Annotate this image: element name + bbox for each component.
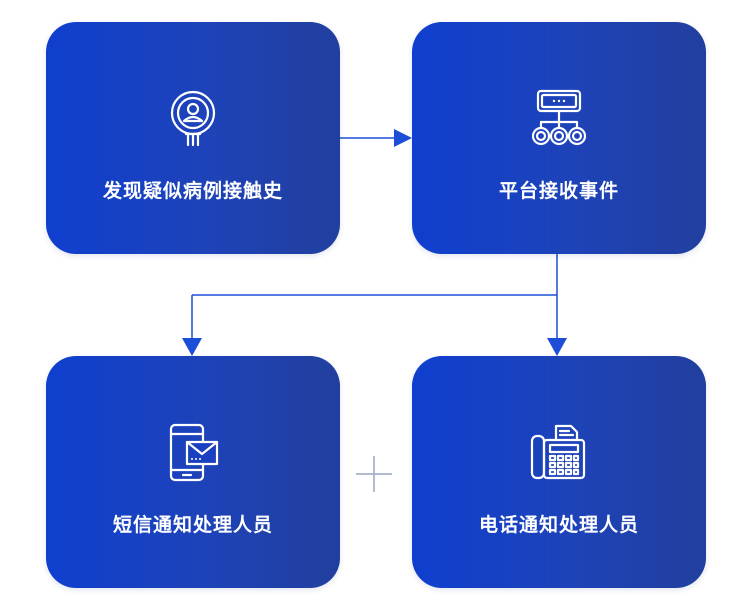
card-label: 发现疑似病例接触史 [102, 180, 283, 202]
card-label: 短信通知处理人员 [112, 514, 273, 536]
card-label: 电话通知处理人员 [478, 514, 639, 536]
arrow-head-2-4 [547, 338, 567, 356]
card-sms-notify-staff: 短信通知处理人员 [46, 356, 340, 588]
phone-message-icon [163, 422, 223, 488]
card-label: 平台接收事件 [498, 180, 619, 202]
card-find-suspected-contact: 发现疑似病例接触史 [46, 22, 340, 254]
network-hierarchy-icon [529, 88, 589, 152]
card-platform-receive-event: 平台接收事件 [412, 22, 706, 254]
arrow-head-1-2 [394, 129, 412, 147]
plus-icon [356, 456, 392, 492]
fax-telephone-icon [529, 422, 589, 486]
search-person-icon [166, 88, 220, 152]
arrow-head-2-3 [182, 338, 202, 356]
card-phone-notify-staff: 电话通知处理人员 [412, 356, 706, 588]
